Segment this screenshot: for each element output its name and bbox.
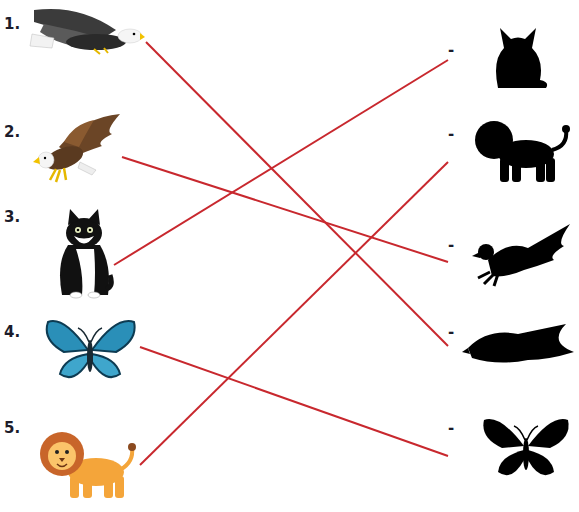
picture-shape [488,224,570,276]
animal-picture [4,112,122,187]
match-line [140,162,448,465]
picture-shape [92,321,135,352]
picture-shape [106,275,111,289]
picture-shape [468,324,574,363]
picture-shape [562,125,570,133]
picture-item: 2. [4,112,122,187]
picture-item: 1. [4,2,146,62]
picture-shape [478,244,494,260]
picture-shape [55,450,59,454]
picture-shape [44,157,46,159]
animal-silhouette [448,318,576,378]
answer-dash: - [448,41,454,59]
picture-shape [88,292,100,298]
answer-dash: - [448,125,454,143]
picture-shape [50,168,66,182]
picture-shape [64,120,94,147]
animal-silhouette [448,106,576,192]
picture-shape [87,340,93,372]
picture-shape [40,432,84,476]
picture-shape [57,464,67,467]
picture-shape [472,252,480,258]
picture-shape [552,130,566,150]
picture-shape [478,272,498,286]
picture-shape [546,158,555,182]
picture-shape [76,249,95,295]
picture-shape [70,292,82,298]
picture-shape [89,229,92,232]
picture-shape [47,321,88,352]
picture-shape [66,34,126,50]
animal-picture [4,316,140,386]
picture-shape [74,236,94,244]
item-number: 1. [4,15,20,33]
picture-shape [68,209,100,225]
answer-dash: - [448,419,454,437]
animal-picture [4,2,146,62]
silhouette-item: - [448,220,576,288]
silhouette-item: - [448,318,576,378]
picture-shape [483,419,524,448]
silhouette-item: - [448,20,576,90]
answer-dash: - [448,236,454,254]
picture-shape [87,227,93,233]
animal-silhouette [448,220,576,288]
item-number: 5. [4,419,20,437]
picture-shape [475,121,513,159]
silhouette-item: - [448,412,576,488]
picture-shape [133,33,136,36]
match-line [140,347,448,456]
picture-shape [60,245,109,295]
picture-shape [496,28,547,88]
item-number: 4. [4,323,20,341]
picture-item: 5. [4,418,140,502]
picture-shape [462,348,470,354]
picture-shape [30,34,54,48]
picture-shape [500,158,509,182]
picture-shape [75,227,81,233]
picture-shape [78,162,96,175]
match-line [114,60,448,265]
picture-shape [536,158,545,182]
picture-shape [77,229,80,232]
silhouette-item: - [448,106,576,192]
picture-shape [33,157,40,164]
animal-silhouette [448,20,576,90]
item-number: 2. [4,123,20,141]
picture-shape [38,152,54,168]
animal-picture [4,203,114,299]
picture-shape [65,450,69,454]
picture-shape [92,354,120,377]
picture-shape [498,450,524,475]
picture-shape [512,158,521,182]
picture-shape [128,443,136,451]
picture-shape [94,48,108,54]
item-number: 3. [4,208,20,226]
picture-shape [60,354,88,377]
picture-shape [78,328,102,342]
picture-shape [528,419,569,448]
picture-item: 4. [4,316,140,386]
picture-shape [140,33,145,40]
picture-shape [523,438,529,470]
picture-shape [48,442,76,470]
animal-silhouette [448,412,576,488]
animal-picture [4,418,140,502]
picture-item: 3. [4,203,114,299]
picture-shape [118,29,142,43]
picture-shape [528,450,554,475]
picture-shape [514,426,538,440]
answer-dash: - [448,323,454,341]
picture-shape [59,458,65,462]
